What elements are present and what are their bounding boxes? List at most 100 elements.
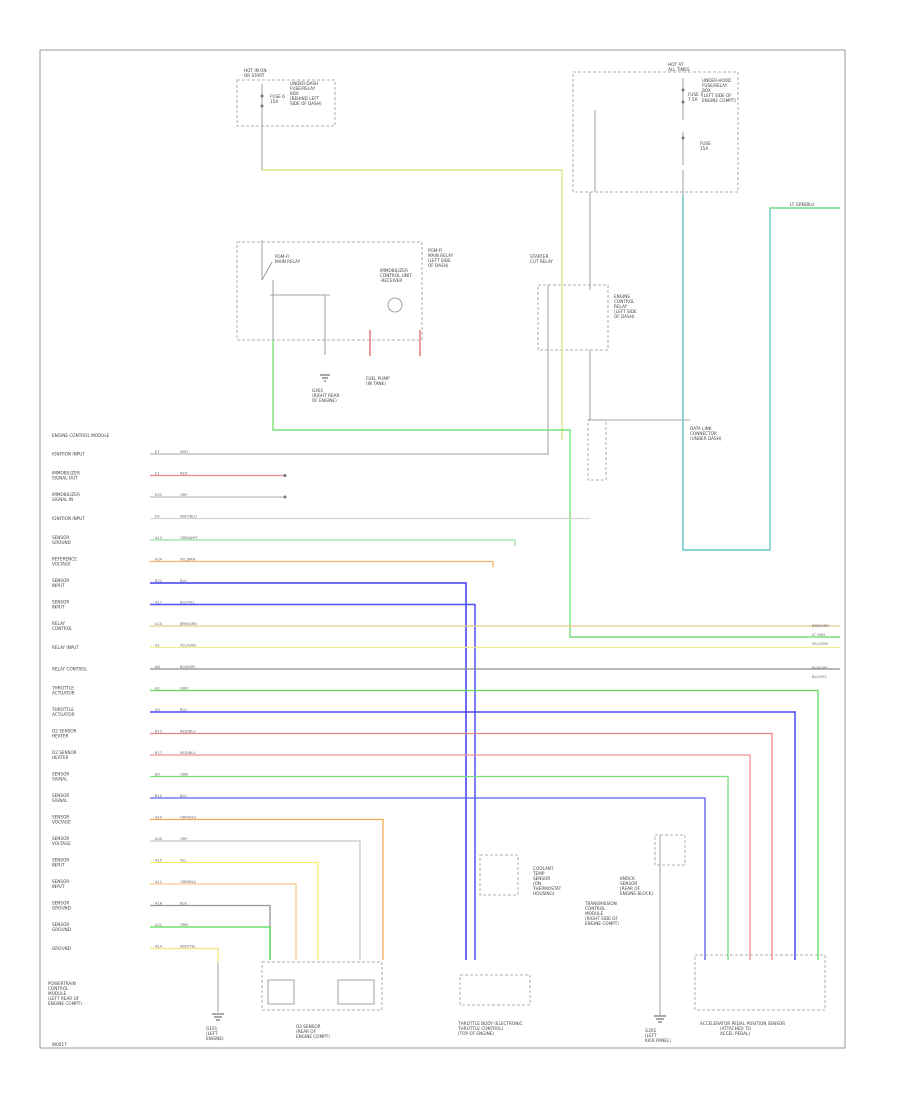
svg-text:FUEL PUMP: FUEL PUMP (366, 376, 390, 381)
svg-text:HOUSING): HOUSING) (533, 891, 555, 896)
svg-text:(LEFT REAR OF: (LEFT REAR OF (48, 996, 80, 1001)
main-component-label: POWERTRAIN CONTROL MODULE (LEFT REAR OF … (48, 981, 82, 1006)
ecm-wire (150, 818, 384, 960)
ecm-pin-label: HEATER (52, 734, 69, 739)
ecm-pin-label: SENSOR (52, 535, 69, 540)
ecm-pin-number: A21 (155, 923, 162, 927)
ecm-pin-number: A15 (155, 859, 162, 863)
ecm-pin-label: ACTUATOR (52, 691, 75, 696)
ecm-pin-label: VOLTAGE (52, 841, 71, 846)
ecm-wire (150, 582, 467, 960)
svg-text:CONTROL UNIT: CONTROL UNIT (380, 273, 412, 278)
ecm-pin-label: VOLTAGE (52, 820, 71, 825)
svg-text:FUSE 7: FUSE 7 (688, 92, 703, 97)
pgm-fi-main-relay: PGM-FI MAIN RELAY (LEFT SIDE OF DASH) PG… (236, 240, 454, 430)
ecm-pin-label: SENSOR (52, 815, 69, 820)
ecm-pin-label: O2 SENSOR (52, 729, 77, 734)
ecm-wire-color: RED/BLU (180, 751, 196, 755)
ecm-pin-label: SIGNAL IN (52, 497, 73, 502)
svg-text:UNDER-DASH: UNDER-DASH (290, 81, 318, 86)
fuse-box-left: HOT IN ON OR START UNDER-DASH FUSE/RELAY… (236, 68, 336, 170)
svg-text:ENGINE: ENGINE (614, 294, 630, 299)
ecm-pin-label: IMMOBILIZER (52, 492, 80, 497)
svg-text:BOX: BOX (702, 88, 711, 93)
svg-text:CONNECTOR: CONNECTOR (690, 431, 717, 436)
svg-text:PGM-FI: PGM-FI (428, 248, 443, 253)
ecm-pin-label: GROUND (52, 906, 71, 911)
svg-text:(RIGHT REAR: (RIGHT REAR (312, 393, 339, 398)
ecm-pin-label: SENSOR (52, 879, 69, 884)
svg-text:FUSE/RELAY: FUSE/RELAY (702, 83, 728, 88)
right-wire-label: BRN/GRN (812, 624, 829, 628)
ecm-pin-number: A18 (155, 902, 163, 906)
ecm-pin-label: GROUND (52, 946, 71, 951)
ecm-pin-number: A14 (155, 945, 163, 949)
ecm-pin-label: SENSOR (52, 772, 69, 777)
data-link-connector: DATA LINK CONNECTOR (UNDER DASH) (587, 419, 722, 481)
ecm-wire (150, 711, 796, 960)
connector-dot (283, 495, 287, 499)
ecm-pin-label: THROTTLE (51, 707, 74, 712)
ecm-pin-number: A20 (155, 837, 163, 841)
svg-text:SIDE OF DASH): SIDE OF DASH) (290, 101, 322, 106)
svg-text:TRANSMISSION: TRANSMISSION (584, 901, 617, 906)
svg-text:-RECEIVER: -RECEIVER (380, 278, 402, 283)
ecm-wire (150, 840, 361, 960)
ecm-wire (150, 539, 516, 546)
svg-text:(REAR OF: (REAR OF (296, 1029, 317, 1034)
svg-text:MAIN RELAY: MAIN RELAY (428, 253, 454, 258)
svg-text:OF DASH): OF DASH) (614, 314, 635, 319)
ecm-pin-number: A13 (155, 536, 162, 540)
svg-text:ENGINE COMPT): ENGINE COMPT) (296, 1034, 330, 1039)
svg-text:THROTTLE BODY (ELECTRONIC: THROTTLE BODY (ELECTRONIC (457, 1021, 523, 1026)
ecm-wire-color: GRN (180, 773, 188, 777)
ecm-wire-color: YEL (180, 859, 186, 863)
svg-text:COOLANT: COOLANT (533, 866, 554, 871)
ecm-wire-color: GRN (180, 923, 188, 927)
ecm-wire-color: BLK/GRY (180, 665, 196, 669)
ecm-pin-number: A10 (155, 622, 163, 626)
ecm-pin-number: A1 (155, 644, 160, 648)
svg-text:ACCEL PEDAL): ACCEL PEDAL) (720, 1031, 750, 1036)
ecm-wire-color: WHT/YEL (180, 945, 196, 949)
ecm-wire-color: WHT/BLU (180, 515, 197, 519)
ecm-wire (150, 603, 476, 960)
accelerator-pedal-sensor-block: ACCELERATOR PEDAL POSITION SENSOR (ATTAC… (694, 954, 826, 1036)
ecm-wire (150, 560, 494, 568)
ecm-pin-number: A2 (155, 687, 160, 691)
svg-text:(LEFT: (LEFT (206, 1031, 218, 1036)
ecm-pin-number: B9 (155, 773, 160, 777)
right-wire-label: YEL/GRN (812, 642, 828, 646)
svg-text:G201: G201 (645, 1028, 657, 1033)
ecm-pin-number: A11 (155, 880, 162, 884)
ecm-wire (150, 775, 729, 960)
ecm-wire-color: BLU (180, 579, 187, 583)
ecm-pin-label: RELAY (52, 621, 66, 626)
svg-text:7.5A: 7.5A (688, 97, 698, 102)
svg-text:CONTROL: CONTROL (48, 986, 69, 991)
ecm-pin-label: RELAY INPUT (52, 645, 79, 650)
svg-text:(ATTACHED TO: (ATTACHED TO (720, 1026, 752, 1031)
svg-text:UNDER-HOOD: UNDER-HOOD (702, 78, 731, 83)
ecm-wire-color: BLU (180, 708, 187, 712)
ecm-wire-color: BRN/GRN (180, 622, 197, 626)
ecm-pin-label: IGNITION INPUT (52, 516, 85, 521)
ecm-pin-label: INPUT (52, 605, 65, 610)
svg-text:MODULE: MODULE (585, 911, 604, 916)
svg-text:CONTROL: CONTROL (585, 906, 606, 911)
right-wire-label: BLK/GRY (812, 666, 828, 670)
right-wire-label: LT GRN (812, 633, 825, 637)
ecm-pin-label: SENSOR (52, 901, 69, 906)
svg-text:FUSE 6: FUSE 6 (270, 94, 285, 99)
svg-text:PGM-FI: PGM-FI (275, 254, 290, 259)
wire-fuse-to-relay (262, 169, 563, 440)
ecm-wire-color: YEL/BRN (180, 558, 196, 562)
svg-text:(LEFT SIDE: (LEFT SIDE (614, 309, 637, 314)
section-title: ENGINE CONTROL MODULE (52, 433, 110, 438)
svg-text:THERMOSTAT: THERMOSTAT (532, 886, 562, 891)
ecm-pin-label: HEATER (52, 755, 69, 760)
svg-text:IMMOBILIZER: IMMOBILIZER (380, 268, 408, 273)
svg-text:ENGINE): ENGINE) (206, 1036, 224, 1041)
svg-text:ENGINE COMPT): ENGINE COMPT) (585, 921, 619, 926)
